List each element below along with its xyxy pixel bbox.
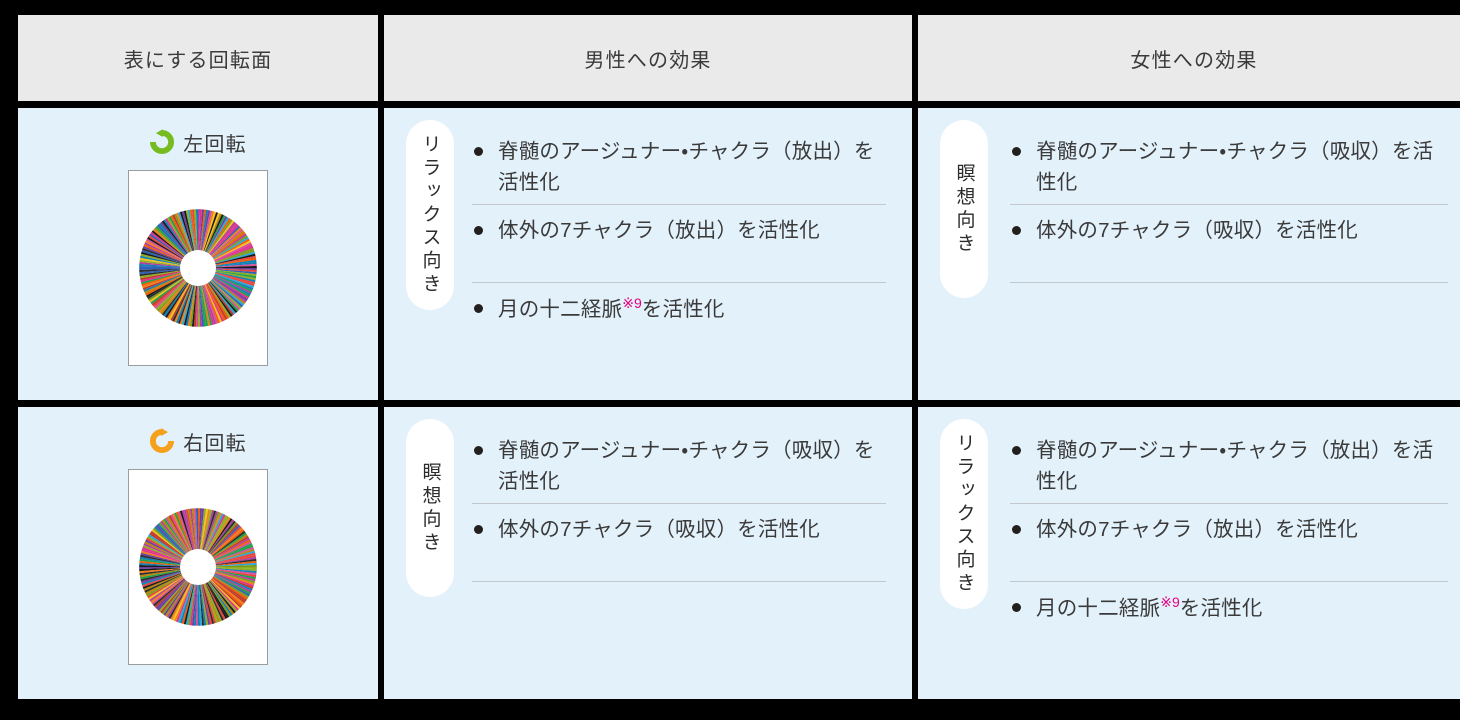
- rotation-label: 右回転: [183, 432, 247, 455]
- list-item: 体外の7チャクラ（放出）を活性化: [1010, 503, 1448, 581]
- bullet-icon: [474, 446, 483, 455]
- list-item-text: 脊髄のアージュナー・チャクラ（放出）を活性化: [498, 140, 875, 195]
- color-radial-disc-right: [139, 508, 257, 626]
- rotation-heading-row1: 左回転: [18, 108, 378, 168]
- effects-list-female-row1: 脊髄のアージュナー・チャクラ（吸収）を活性化 体外の7チャクラ（吸収）を活性化: [1010, 126, 1448, 283]
- list-item-text: 脊髄のアージュナー・チャクラ（放出）を活性化: [1036, 439, 1434, 494]
- bullet-icon: [474, 147, 483, 156]
- effects-list-male-row1: 脊髄のアージュナー・チャクラ（放出）を活性化 体外の7チャクラ（放出）を活性化 …: [472, 126, 886, 360]
- male-effects-cell-row2: 瞑想向き 脊髄のアージュナー・チャクラ（吸収）を活性化 体外の7チャクラ（吸収）…: [384, 407, 912, 699]
- effects-list-female-row2: 脊髄のアージュナー・チャクラ（放出）を活性化 体外の7チャクラ（放出）を活性化 …: [1010, 425, 1448, 659]
- bullet-icon: [1012, 226, 1021, 235]
- bullet-icon: [1012, 525, 1021, 534]
- list-item-text-before: 月の十二経脈: [1036, 596, 1161, 620]
- tag-pill-label: 瞑想向き: [419, 461, 441, 555]
- female-effects-cell-row2: リラックス向き 脊髄のアージュナー・チャクラ（放出）を活性化 体外の7チャクラ（…: [918, 407, 1460, 699]
- list-item: 体外の7チャクラ（吸収）を活性化: [1010, 204, 1448, 282]
- tag-pill-male-row1: リラックス向き: [406, 120, 454, 311]
- footnote-marker: ※9: [1160, 594, 1180, 610]
- list-item-text-after: を活性化: [1179, 596, 1263, 620]
- rotate-clockwise-icon: [150, 428, 175, 453]
- list-item-spacer: [1010, 282, 1448, 283]
- list-item-text: 体外の7チャクラ（放出）を活性化: [498, 219, 820, 242]
- list-item-text: 脊髄のアージュナー・チャクラ（吸収）を活性化: [498, 439, 875, 494]
- tag-pill-female-row2: リラックス向き: [940, 419, 988, 610]
- rotation-cell-row2: 右回転: [18, 407, 378, 699]
- list-item: 脊髄のアージュナー・チャクラ（吸収）を活性化: [472, 425, 886, 503]
- column-header-label: 男性への効果: [584, 49, 712, 72]
- bullet-icon: [1012, 603, 1021, 612]
- bullet-icon: [1012, 147, 1021, 156]
- bullet-icon: [474, 226, 483, 235]
- bullet-icon: [474, 525, 483, 534]
- rotate-counterclockwise-icon: [150, 129, 175, 154]
- column-header-male-effects: 男性への効果: [384, 15, 912, 101]
- list-item-text: 体外の7チャクラ（吸収）を活性化: [498, 518, 820, 541]
- list-item: 月の十二経脈※9を活性化: [472, 282, 886, 360]
- list-item: 体外の7チャクラ（放出）を活性化: [472, 204, 886, 282]
- disc-card-row1: [128, 170, 268, 366]
- rotation-label: 左回転: [183, 133, 247, 156]
- column-header-rotation-face: 表にする回転面: [18, 15, 378, 101]
- list-item: 体外の7チャクラ（吸収）を活性化: [472, 503, 886, 581]
- list-item-text-after: を活性化: [641, 297, 725, 321]
- list-item: 脊髄のアージュナー・チャクラ（放出）を活性化: [1010, 425, 1448, 503]
- effects-comparison-table: 表にする回転面 男性への効果 女性への効果 左回転 リラックス向き: [18, 15, 1460, 705]
- list-item: 月の十二経脈※9を活性化: [1010, 581, 1448, 659]
- column-header-label: 女性への効果: [1130, 49, 1258, 72]
- footnote-marker: ※9: [622, 295, 642, 311]
- list-item-text: 月の十二経脈※9を活性化: [1036, 592, 1263, 624]
- column-header-female-effects: 女性への効果: [918, 15, 1460, 101]
- rotation-heading-row2: 右回転: [18, 407, 378, 467]
- effects-list-male-row2: 脊髄のアージュナー・チャクラ（吸収）を活性化 体外の7チャクラ（吸収）を活性化: [472, 425, 886, 582]
- tag-pill-label: リラックス向き: [419, 134, 441, 297]
- female-effects-cell-row1: 瞑想向き 脊髄のアージュナー・チャクラ（吸収）を活性化 体外の7チャクラ（吸収）…: [918, 108, 1460, 400]
- list-item-text: 体外の7チャクラ（放出）を活性化: [1036, 518, 1358, 541]
- list-item: 脊髄のアージュナー・チャクラ（吸収）を活性化: [1010, 126, 1448, 204]
- list-item-text-before: 月の十二経脈: [498, 297, 623, 321]
- list-item-text: 脊髄のアージュナー・チャクラ（吸収）を活性化: [1036, 140, 1434, 195]
- list-item-text: 月の十二経脈※9を活性化: [498, 293, 725, 325]
- column-header-label: 表にする回転面: [123, 49, 273, 72]
- tag-pill-label: 瞑想向き: [953, 162, 975, 256]
- bullet-icon: [474, 304, 483, 313]
- tag-pill-male-row2: 瞑想向き: [406, 419, 454, 597]
- tag-pill-female-row1: 瞑想向き: [940, 120, 988, 298]
- male-effects-cell-row1: リラックス向き 脊髄のアージュナー・チャクラ（放出）を活性化 体外の7チャクラ（…: [384, 108, 912, 400]
- list-item-spacer: [472, 581, 886, 582]
- rotation-cell-row1: 左回転: [18, 108, 378, 400]
- tag-pill-label: リラックス向き: [953, 433, 975, 596]
- disc-card-row2: [128, 469, 268, 665]
- bullet-icon: [1012, 446, 1021, 455]
- list-item: 脊髄のアージュナー・チャクラ（放出）を活性化: [472, 126, 886, 204]
- color-radial-disc-left: [139, 209, 257, 327]
- list-item-text: 体外の7チャクラ（吸収）を活性化: [1036, 219, 1358, 242]
